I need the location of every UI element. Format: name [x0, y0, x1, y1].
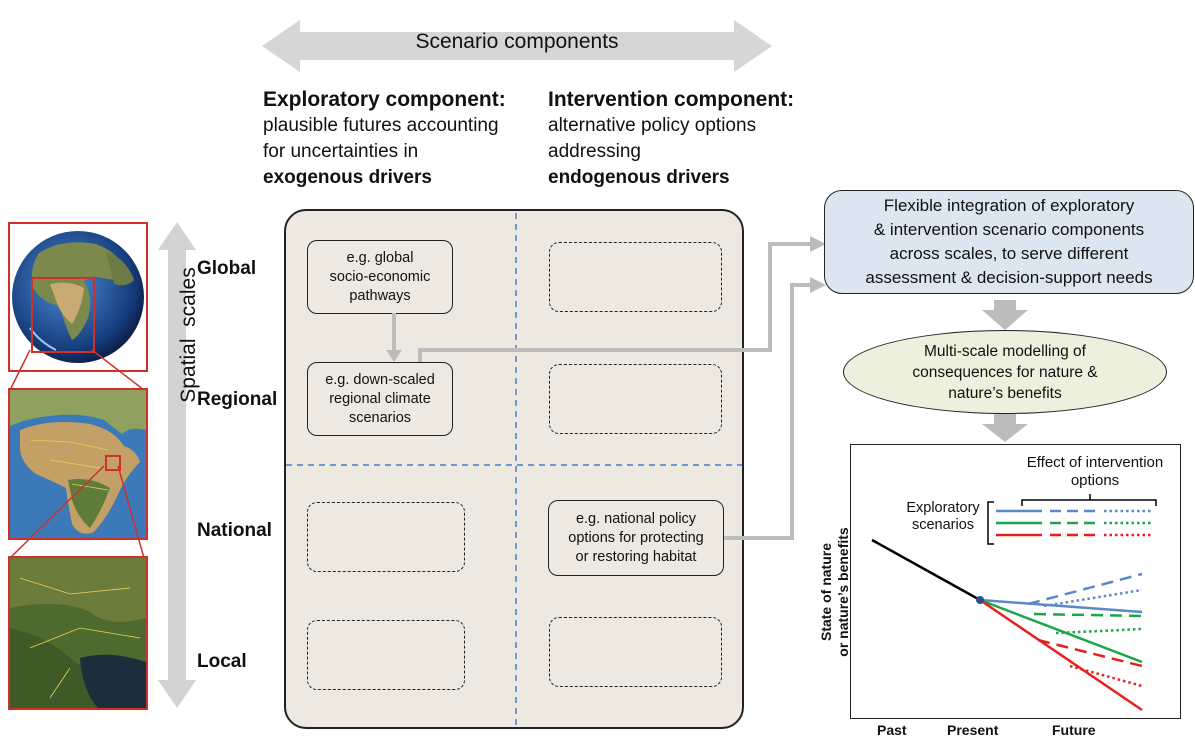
globe-image	[10, 224, 146, 370]
integration-line-3: across scales, to serve different	[889, 244, 1129, 263]
exploratory-desc-3: exogenous drivers	[263, 167, 432, 188]
modelling-line-3: nature’s benefits	[948, 384, 1062, 402]
modelling-to-chart-arrow	[982, 414, 1028, 442]
scale-label-national: National	[197, 520, 272, 541]
intervention-effect-text: Effect of intervention options	[1026, 454, 1164, 489]
regional-intervention-placeholder-box	[549, 364, 722, 434]
blue-dotted-line	[1043, 588, 1143, 608]
global-exploratory-line-1: e.g. global	[346, 249, 414, 266]
present-point	[976, 596, 984, 604]
global-intervention-placeholder-box	[549, 242, 722, 312]
africa-image	[10, 390, 146, 538]
intervention-desc-1: alternative policy options	[548, 115, 757, 136]
national-to-integration-arrowhead	[810, 277, 826, 293]
map-africa	[8, 388, 148, 540]
exploratory-desc-2: for uncertainties in	[263, 141, 419, 162]
x-tick-future: Future	[1052, 722, 1096, 738]
integration-line-1: Flexible integration of exploratory	[883, 196, 1135, 215]
global-to-regional-arrowhead	[386, 350, 402, 362]
intervention-bracket	[1021, 494, 1157, 506]
regional-exploratory-box: e.g. down-scaled regional climate scenar…	[307, 362, 453, 436]
intervention-header: Intervention component: alternative poli…	[548, 87, 798, 191]
x-tick-present: Present	[947, 722, 999, 738]
national-intervention-line-2: options for protecting	[568, 529, 704, 546]
modelling-ellipse: Multi-scale modelling of consequences fo…	[843, 330, 1167, 414]
green-exploratory-line	[979, 598, 1143, 664]
blue-dashed-line	[1027, 572, 1143, 606]
map-globe	[8, 222, 148, 372]
national-to-integration-line	[724, 283, 812, 540]
regional-exploratory-line-2: regional climate	[329, 390, 431, 407]
regional-exploratory-line-3: scenarios	[348, 409, 412, 426]
exploratory-header: Exploratory component: plausible futures…	[263, 87, 543, 191]
regional-to-integration-line	[418, 242, 812, 362]
green-dashed-line	[1033, 612, 1143, 618]
integration-box: Flexible integration of exploratory & in…	[824, 190, 1194, 294]
map-zoom-connectors	[9, 349, 145, 559]
local-exploratory-placeholder-box	[307, 620, 465, 690]
global-exploratory-box: e.g. global socio-economic pathways	[307, 240, 453, 314]
green-dotted-line	[1055, 627, 1143, 635]
scenario-components-arrow	[262, 20, 772, 72]
red-dashed-line	[1037, 638, 1143, 668]
matrix-dividers	[286, 213, 742, 725]
chart-lines	[871, 494, 1157, 712]
chart-ylabel: State of nature or nature’s benefits	[818, 527, 851, 657]
past-line	[871, 538, 981, 602]
legend-bracket	[987, 501, 994, 545]
map-local	[8, 556, 148, 710]
red-exploratory-line	[979, 598, 1143, 712]
scale-label-regional: Regional	[197, 389, 278, 410]
national-intervention-line-1: e.g. national policy	[575, 510, 697, 527]
regional-to-integration-arrowhead	[810, 236, 826, 252]
integration-line-2: & intervention scenario components	[873, 220, 1145, 239]
local-satellite-image	[10, 558, 146, 708]
national-exploratory-placeholder-box	[307, 502, 465, 572]
national-intervention-line-3: or restoring habitat	[575, 548, 697, 565]
intervention-desc-3: endogenous drivers	[548, 167, 730, 188]
exploratory-title: Exploratory component:	[263, 88, 506, 111]
local-intervention-placeholder-box	[549, 617, 722, 687]
legend-title: Exploratory scenarios	[893, 500, 993, 534]
global-exploratory-line-3: pathways	[349, 287, 411, 304]
red-dotted-line	[1069, 664, 1143, 688]
spatial-scales-arrow	[158, 222, 196, 708]
blue-exploratory-line	[979, 598, 1143, 614]
modelling-line-1: Multi-scale modelling of	[924, 342, 1086, 360]
national-intervention-box: e.g. national policy options for protect…	[548, 500, 724, 576]
scale-label-local: Local	[197, 651, 247, 672]
chart-frame	[850, 444, 1181, 719]
x-tick-past: Past	[877, 722, 907, 738]
integration-line-4: assessment & decision-support needs	[865, 268, 1153, 287]
regional-exploratory-line-1: e.g. down-scaled	[325, 371, 435, 388]
legend-title-text: Exploratory scenarios	[906, 500, 980, 533]
scenario-components-label: Scenario components	[415, 30, 619, 53]
modelling-line-2: consequences for nature &	[912, 363, 1098, 381]
intervention-title: Intervention component:	[548, 88, 795, 111]
global-exploratory-line-2: socio-economic	[329, 268, 431, 285]
integration-to-modelling-arrow	[982, 300, 1028, 330]
intervention-desc-2: addressing	[548, 141, 641, 162]
scale-label-global: Global	[197, 258, 257, 279]
scenario-matrix-panel	[284, 209, 744, 729]
exploratory-desc-1: plausible futures accounting	[263, 115, 499, 136]
intervention-effect-label: Effect of intervention options	[1010, 454, 1180, 490]
